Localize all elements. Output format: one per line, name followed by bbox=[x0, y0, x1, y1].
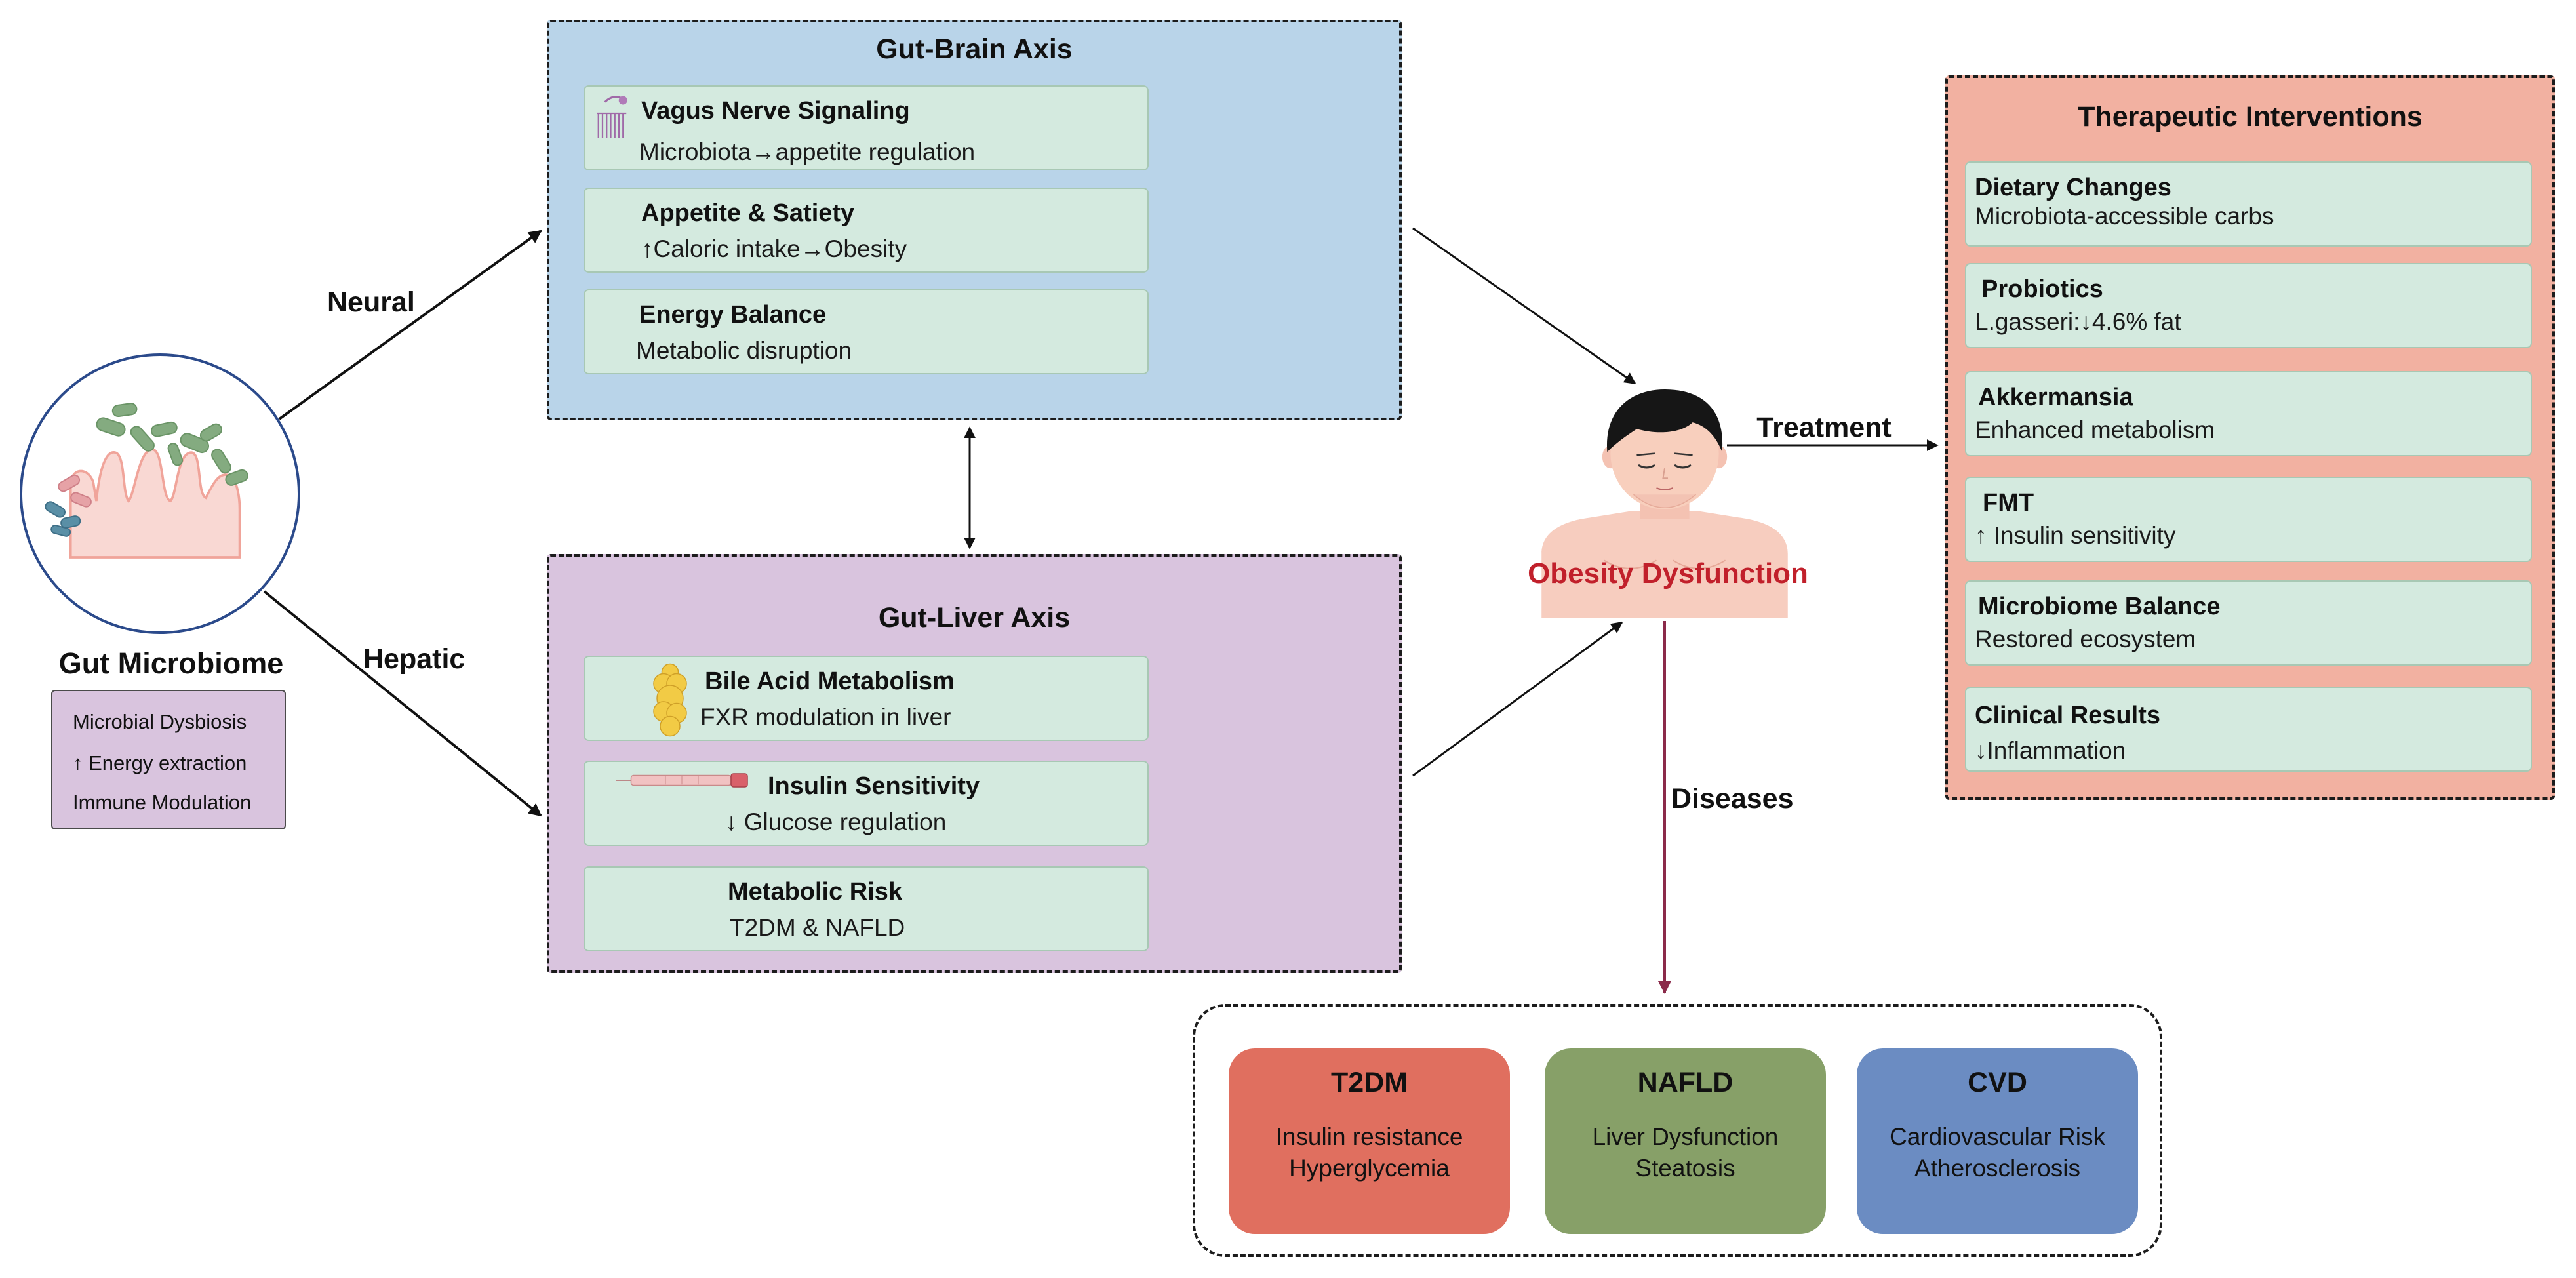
diseases-label: Diseases bbox=[1671, 783, 1794, 814]
disease-title: NAFLD bbox=[1637, 1067, 1734, 1098]
gut-microbiome-circle bbox=[20, 353, 300, 634]
card-insulin-sensitivity: Insulin Sensitivity ↓ Glucose regulation bbox=[584, 761, 1149, 846]
card-microbiome-balance: Microbiome Balance Restored ecosystem bbox=[1965, 580, 2532, 666]
pink-bacteria bbox=[58, 474, 92, 508]
microbiome-features-box: Microbial Dysbiosis ↑ Energy extraction … bbox=[51, 690, 286, 829]
insulin-pen-icon bbox=[616, 773, 748, 788]
card-appetite-satiety: Appetite & Satiety ↑Caloric intake→Obesi… bbox=[584, 188, 1149, 273]
card-text: Restored ecosystem bbox=[1975, 626, 2196, 652]
card-clinical-results: Clinical Results ↓Inflammation bbox=[1965, 687, 2532, 772]
card-akkermansia: Akkermansia Enhanced metabolism bbox=[1965, 371, 2532, 456]
card-text: Microbiota→appetite regulation bbox=[639, 138, 976, 165]
card-text: ↑Caloric intake→Obesity bbox=[641, 235, 907, 262]
feature-item: Microbial Dysbiosis bbox=[73, 710, 247, 733]
card-title: FMT bbox=[1983, 489, 2034, 517]
disease-line: Insulin resistance bbox=[1275, 1123, 1463, 1150]
disease-line: Atherosclerosis bbox=[1914, 1155, 2080, 1182]
card-title: Dietary Changes bbox=[1975, 174, 2171, 201]
card-vagus-nerve-signaling: Vagus Nerve Signaling Microbiota→appetit… bbox=[584, 85, 1149, 170]
obesity-dysfunction-label: Obesity Dysfunction bbox=[1528, 557, 1808, 589]
green-bacteria bbox=[96, 403, 248, 486]
card-text: T2DM & NAFLD bbox=[730, 914, 905, 941]
feature-item: Immune Modulation bbox=[73, 791, 252, 814]
gut-liver-axis-panel: Gut-Liver Axis Bile Acid Metabolism FXR … bbox=[547, 554, 1402, 973]
card-title: Akkermansia bbox=[1978, 384, 2133, 411]
card-title: Appetite & Satiety bbox=[641, 199, 855, 227]
obese-person-icon bbox=[1541, 389, 1788, 618]
liver-to-obesity-arrow bbox=[1412, 621, 1623, 777]
nerve-icon bbox=[597, 96, 627, 138]
gut-brain-axis-panel: Gut-Brain Axis Vagus Nerve Signaling Mic… bbox=[547, 20, 1402, 420]
card-bile-acid-metabolism: Bile Acid Metabolism FXR modulation in l… bbox=[584, 656, 1149, 741]
neural-label: Neural bbox=[327, 287, 415, 318]
hepatic-arrow bbox=[263, 590, 542, 817]
card-text: Enhanced metabolism bbox=[1975, 416, 2215, 443]
card-title: Energy Balance bbox=[639, 301, 827, 329]
disease-line: Liver Dysfunction bbox=[1592, 1123, 1779, 1150]
disease-title: CVD bbox=[1968, 1067, 2027, 1098]
disease-line: Steatosis bbox=[1635, 1155, 1735, 1182]
feature-item: ↑ Energy extraction bbox=[73, 751, 247, 774]
card-title: Metabolic Risk bbox=[728, 878, 903, 906]
gut-liver-axis-title: Gut-Liver Axis bbox=[878, 602, 1071, 633]
card-text: ↑ Insulin sensitivity bbox=[1975, 522, 2176, 549]
card-fmt: FMT ↑ Insulin sensitivity bbox=[1965, 477, 2532, 562]
disease-card-nafld: NAFLD Liver Dysfunction Steatosis bbox=[1545, 1048, 1826, 1234]
therapeutic-interventions-panel: Therapeutic Interventions Dietary Change… bbox=[1945, 75, 2555, 800]
blue-bacteria bbox=[45, 501, 81, 537]
gut-villi-bacteria-icon bbox=[45, 403, 248, 559]
card-dietary-changes: Dietary Changes Microbiota-accessible ca… bbox=[1965, 161, 2532, 247]
card-title: Microbiome Balance bbox=[1978, 593, 2221, 620]
card-text: Microbiota-accessible carbs bbox=[1975, 203, 2274, 230]
card-text: L.gasseri:↓4.6% fat bbox=[1975, 308, 2181, 335]
disease-card-cvd: CVD Cardiovascular Risk Atherosclerosis bbox=[1857, 1048, 2138, 1234]
card-title: Clinical Results bbox=[1975, 702, 2160, 729]
card-probiotics: Probiotics L.gasseri:↓4.6% fat bbox=[1965, 263, 2532, 348]
card-title: Insulin Sensitivity bbox=[768, 772, 980, 800]
card-title: Bile Acid Metabolism bbox=[705, 668, 955, 695]
card-title: Vagus Nerve Signaling bbox=[641, 97, 910, 125]
card-title: Probiotics bbox=[1981, 275, 2103, 303]
diseases-panel bbox=[1193, 1004, 2162, 1257]
hepatic-label: Hepatic bbox=[363, 643, 466, 675]
disease-card-t2dm: T2DM Insulin resistance Hyperglycemia bbox=[1229, 1048, 1510, 1234]
card-text: Metabolic disruption bbox=[636, 337, 852, 364]
card-text: ↓ Glucose regulation bbox=[725, 809, 947, 835]
card-energy-balance: Energy Balance Metabolic disruption bbox=[584, 289, 1149, 374]
gut-brain-axis-title: Gut-Brain Axis bbox=[876, 33, 1073, 65]
neural-arrow bbox=[278, 230, 542, 420]
card-metabolic-risk: Metabolic Risk T2DM & NAFLD bbox=[584, 866, 1149, 951]
therapeutic-interventions-title: Therapeutic Interventions bbox=[2078, 101, 2423, 132]
brain-to-obesity-arrow bbox=[1412, 227, 1636, 385]
card-text: FXR modulation in liver bbox=[700, 704, 951, 730]
intestinal-villi bbox=[69, 448, 241, 559]
liver-icon bbox=[653, 663, 687, 737]
gut-microbiome-label: Gut Microbiome bbox=[58, 647, 284, 680]
disease-line: Hyperglycemia bbox=[1289, 1155, 1450, 1182]
disease-line: Cardiovascular Risk bbox=[1890, 1123, 2105, 1150]
treatment-label: Treatment bbox=[1756, 412, 1892, 443]
card-text: ↓Inflammation bbox=[1975, 737, 2126, 764]
disease-title: T2DM bbox=[1330, 1067, 1408, 1098]
